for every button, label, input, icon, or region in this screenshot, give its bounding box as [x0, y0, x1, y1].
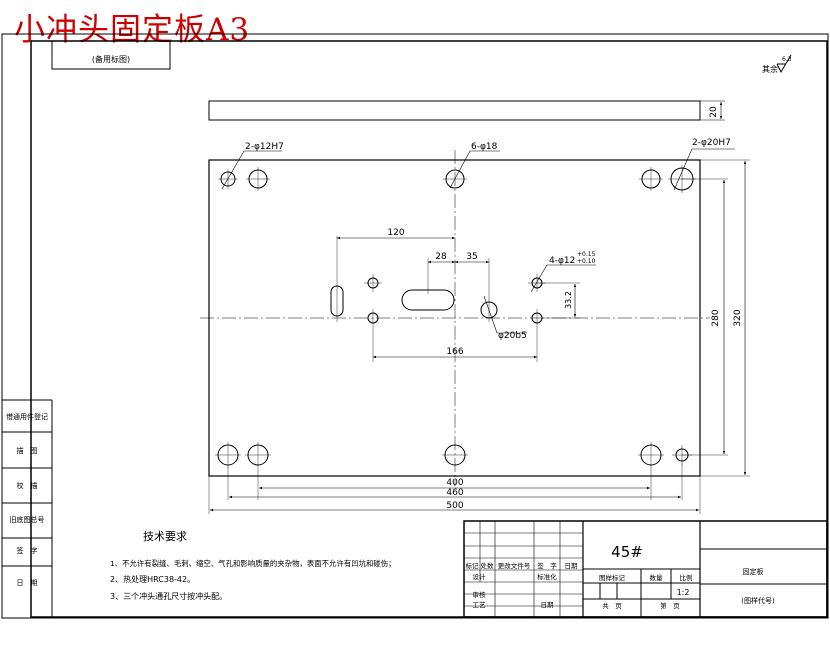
tb-weight: 数量 [650, 573, 664, 582]
roughness-label: 其余 [762, 64, 778, 74]
hole-top-right [639, 167, 663, 191]
sheet-border [1, 33, 829, 619]
hole-top-left [246, 167, 270, 191]
tech-req-item-3: 3、三个冲头通孔尺寸按冲头配。 [110, 591, 227, 601]
tb-review: 审核 [473, 590, 487, 599]
hole-bottom-left [245, 442, 271, 500]
roughness-value: 6.3 [782, 56, 792, 63]
roughness-symbol [776, 54, 792, 74]
drawing-title: 小冲头固定板A3 [14, 12, 251, 48]
tb-material: 45# [611, 543, 643, 561]
callout-tol-lower: +0.10 [577, 258, 596, 265]
hole-center-20 [480, 258, 498, 322]
drawing-number-box [51, 40, 171, 70]
callout-20h7: 2-φ20H7 [692, 138, 731, 148]
callout-tol-upper: +0.15 [577, 251, 596, 258]
tb-design: 设计 [473, 572, 487, 581]
tb-header-sign: 签 字 [537, 561, 557, 570]
drawing-frame [30, 40, 828, 618]
tb-header-date: 日期 [565, 562, 579, 570]
tb-header-mark: 标记 [466, 561, 480, 570]
callout-18: 6-φ18 [471, 142, 498, 152]
hole-bottom-left-small [215, 442, 241, 468]
tb-sheets: 共 页 [602, 601, 622, 610]
tb-scale-value: 1:2 [677, 588, 690, 597]
tech-req-item-1: 1、不允许有裂缝、毛刺、缩空、气孔和影响质量的夹杂物，表面不允许有凹坑和碰伤； [110, 559, 396, 568]
side-view-plate [208, 100, 701, 121]
tb-header-change: 更改文件号 [498, 561, 531, 570]
side-label-6: 日 期 [17, 579, 38, 587]
dim-thickness: 20 [709, 106, 719, 118]
hole-12-lower-right [531, 309, 543, 362]
dim-120: 120 [387, 228, 404, 238]
tb-process: 工艺 [473, 601, 487, 609]
dim-400: 400 [446, 478, 463, 488]
dim-35: 35 [466, 252, 477, 262]
title-block-grid [463, 520, 828, 618]
side-label-4: 旧底图总号 [10, 515, 45, 524]
tb-scale: 比例 [680, 573, 693, 582]
tb-sheet-no: 第 页 [660, 601, 680, 610]
dim-33-2: 33.2 [564, 291, 573, 309]
tb-header-count: 处数 [481, 561, 495, 570]
tb-part-name: 固定板 [743, 567, 764, 576]
tb-drawing-code: (图样代号) [741, 596, 775, 605]
hole-bottom-center [442, 444, 468, 466]
dim-280: 280 [711, 309, 721, 326]
tech-req-item-2: 2、热处理HRC38-42。 [110, 574, 195, 584]
side-label-5: 签 字 [17, 546, 38, 555]
dim-460: 460 [446, 488, 463, 498]
side-register [2, 399, 53, 617]
tb-stage-mark: 图样标记 [599, 573, 626, 582]
dim-320: 320 [733, 309, 743, 326]
drawing-number-text: (备用标图) [92, 54, 130, 64]
slot-vertical [330, 236, 344, 322]
callout-12h7: 2-φ12H7 [245, 142, 284, 152]
dim-28: 28 [435, 252, 447, 262]
side-label-3: 校 描 [17, 481, 38, 490]
callout-center-hole: φ20b5 [498, 331, 527, 341]
tech-req-heading: 技术要求 [143, 530, 187, 543]
hole-12-upper-left [364, 274, 382, 292]
dim-500: 500 [446, 501, 463, 511]
tb-standardize: 标准化 [537, 572, 557, 581]
hole-bottom-right [638, 442, 664, 500]
hole-12-lower-left [367, 309, 379, 362]
dim-166: 166 [446, 347, 463, 357]
callout-12: 4-φ12 [549, 256, 575, 266]
side-label-1: 借通用件登记 [6, 412, 48, 421]
slot-horizontal [401, 258, 455, 311]
side-label-2: 描 图 [17, 446, 38, 455]
tb-date: 日期 [541, 601, 555, 609]
